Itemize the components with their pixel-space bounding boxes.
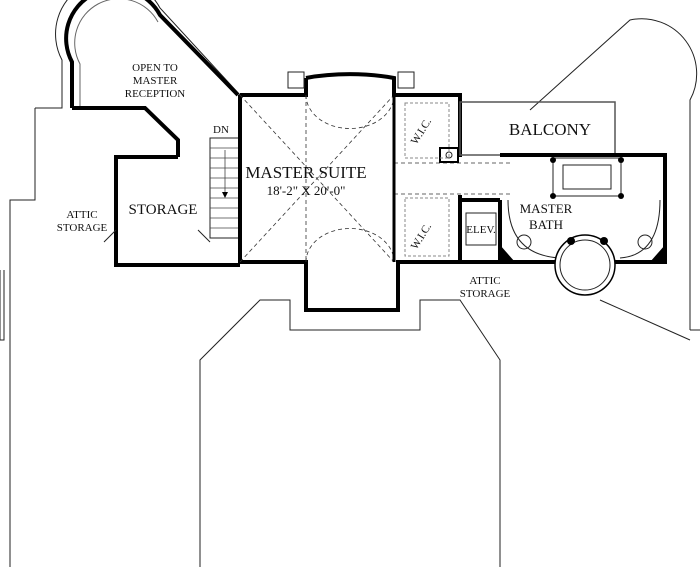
- attic-storage-right-label-1: ATTIC: [469, 275, 500, 287]
- master-bath: [498, 153, 667, 296]
- master-bath-label-2: BATH: [529, 217, 563, 232]
- stair-down-label: DN: [213, 124, 229, 136]
- balcony-label: BALCONY: [509, 120, 591, 139]
- open-to-reception-label-2: MASTER: [133, 75, 178, 87]
- wic-closets: [404, 102, 450, 257]
- open-to-reception-label-1: OPEN TO: [132, 62, 178, 74]
- wic-bottom-label: W.I.C.: [409, 221, 434, 252]
- master-suite-dimensions: 18'-2" X 20'-0": [267, 183, 346, 198]
- wic-top-label: W.I.C.: [409, 116, 434, 147]
- open-to-reception-label-3: RECEPTION: [125, 88, 186, 100]
- attic-storage-left-label-2: STORAGE: [57, 222, 108, 234]
- master-bath-label-1: MASTER: [520, 201, 573, 216]
- elevator-label: ELEV.: [466, 224, 496, 236]
- attic-storage-left-label-1: ATTIC: [66, 209, 97, 221]
- master-suite-walls: [238, 71, 510, 312]
- storage-walls: [103, 155, 240, 267]
- master-suite-label: MASTER SUITE: [245, 163, 366, 182]
- attic-storage-right-label-2: STORAGE: [460, 288, 511, 300]
- stairs: [209, 137, 241, 239]
- elevator: [460, 198, 500, 264]
- reception-wall: [64, 0, 240, 157]
- room-labels: OPEN TO MASTER RECEPTION DN MASTER SUITE…: [57, 62, 591, 300]
- storage-label: STORAGE: [129, 202, 198, 218]
